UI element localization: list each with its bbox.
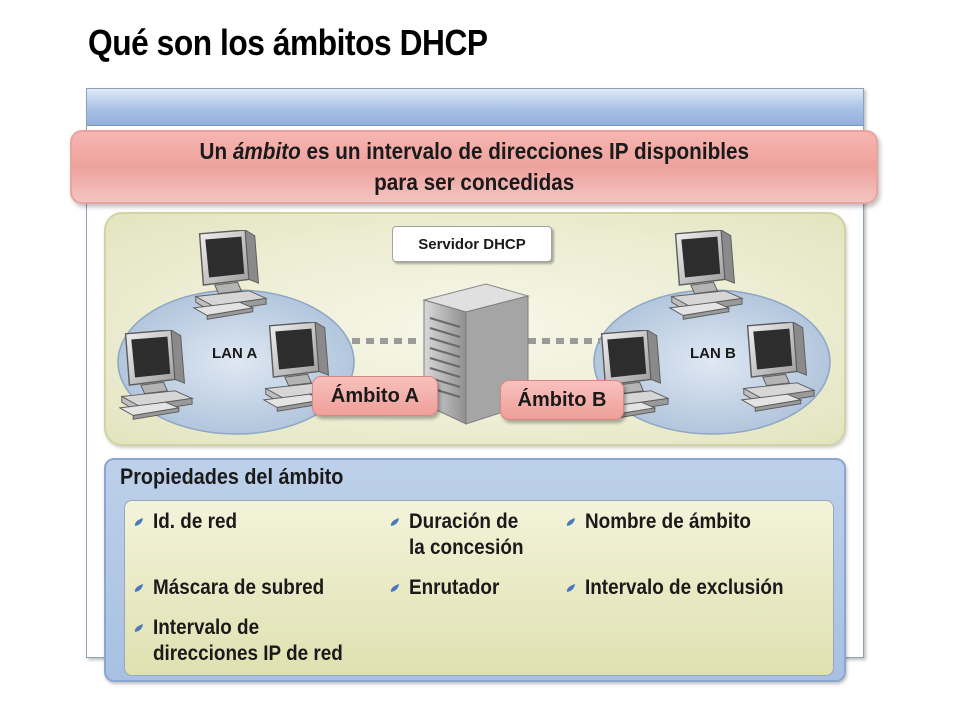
property-lease-duration: Duración de la concesión (389, 509, 536, 561)
banner-line-2: para ser concedidas (373, 169, 575, 195)
property-network-id: Id. de red (133, 509, 246, 535)
slide-title: Qué son los ámbitos DHCP (88, 22, 488, 63)
property-label: Nombre de ámbito (585, 510, 751, 533)
bullet-icon (134, 518, 143, 526)
dhcp-server-label: Servidor DHCP (392, 226, 552, 262)
scope-properties-panel: Propiedades del ámbito Id. de red Duraci… (104, 458, 846, 682)
property-label: Id. de red (153, 510, 238, 533)
bullet-icon (134, 584, 143, 592)
property-label: Intervalo de direcciones IP de red (153, 615, 343, 667)
lan-b-label: LAN B (690, 345, 736, 362)
property-ip-range: Intervalo de direcciones IP de red (133, 615, 364, 667)
lan-a-label: LAN A (212, 345, 258, 362)
property-label: Intervalo de exclusión (585, 576, 784, 599)
scope-a-badge: Ámbito A (312, 376, 438, 416)
property-label: Máscara de subred (153, 576, 325, 599)
property-label-line-2: direcciones IP de red (153, 642, 343, 665)
frame-header-bar (87, 89, 863, 126)
bullet-icon (390, 518, 399, 526)
computer-icon (741, 322, 815, 413)
property-label: Enrutador (409, 576, 500, 599)
bullet-icon (390, 584, 399, 592)
computer-icon (193, 230, 267, 321)
property-label-line-1: Duración de (409, 510, 519, 533)
property-exclusion-range: Intervalo de exclusión (565, 575, 806, 601)
property-label-line-2: la concesión (409, 536, 524, 559)
computer-icon (669, 230, 743, 321)
banner-text-pre: Un (199, 138, 233, 164)
properties-heading: Propiedades del ámbito (120, 464, 344, 489)
property-subnet-mask: Máscara de subred (133, 575, 343, 601)
property-router: Enrutador (389, 575, 509, 601)
banner-text-post: es un intervalo de direcciones IP dispon… (300, 138, 749, 164)
bullet-icon (566, 518, 575, 526)
property-label: Duración de la concesión (409, 509, 523, 561)
bullet-icon (134, 624, 143, 632)
computer-icon (119, 330, 193, 421)
scope-b-badge: Ámbito B (500, 380, 624, 420)
property-scope-name: Nombre de ámbito (565, 509, 769, 535)
bullet-icon (566, 584, 575, 592)
definition-banner: Un ámbito es un intervalo de direcciones… (70, 130, 878, 204)
banner-line-1: Un ámbito es un intervalo de direcciones… (199, 136, 748, 167)
banner-text-emphasis: ámbito (232, 138, 301, 164)
dhcp-server-icon (422, 283, 530, 425)
properties-list: Id. de red Duración de la concesión Nombr… (124, 500, 834, 676)
property-label-line-1: Intervalo de (153, 616, 260, 639)
